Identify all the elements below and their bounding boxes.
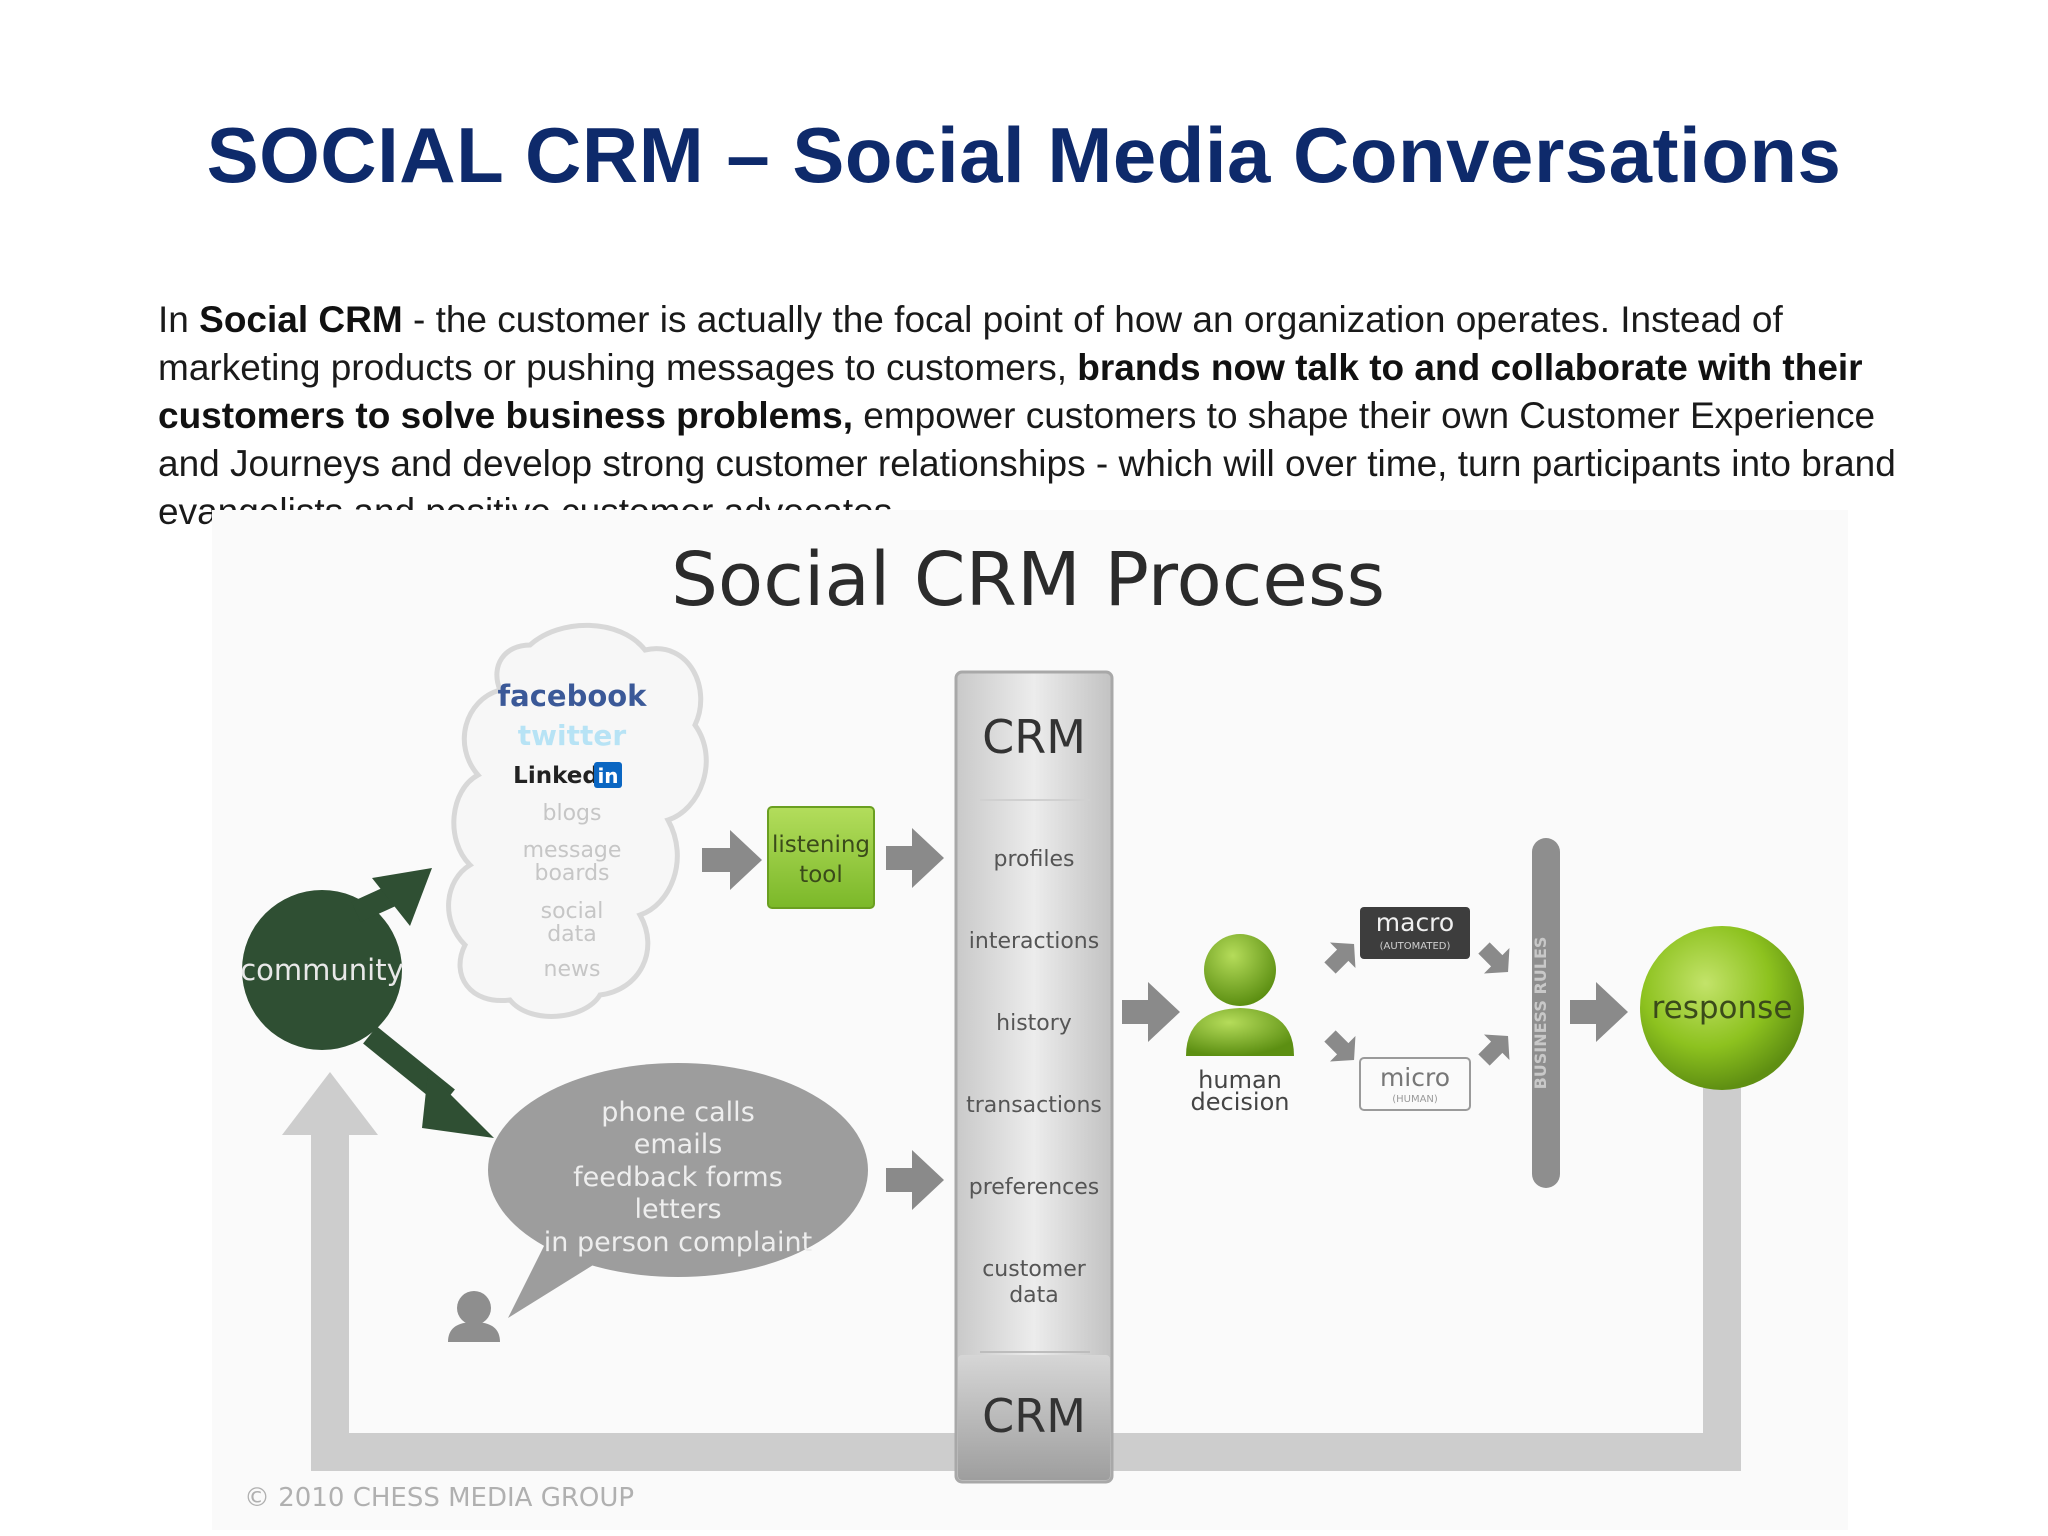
crm-interactions-label: interactions	[969, 929, 1099, 954]
in-person-complaint-label: in person complaint	[544, 1227, 812, 1258]
linkedin-label: Linked	[513, 763, 599, 789]
intro-bold-2: brands now talk to and collaborate with …	[158, 347, 1863, 436]
blogs-label: blogs	[543, 801, 602, 826]
intro-paragraph: In Social CRM - the customer is actually…	[158, 296, 1918, 536]
macro-sub-label: (AUTOMATED)	[1380, 941, 1451, 952]
letters-label: letters	[634, 1194, 721, 1225]
arrow-to-micro	[1324, 1030, 1356, 1062]
community-label: community	[240, 953, 404, 987]
boards-label: boards	[535, 861, 610, 886]
arrow-crm-to-human	[1122, 982, 1180, 1042]
listening-label: listening	[772, 832, 870, 858]
arrow-cloud-to-listening	[702, 830, 762, 890]
crm-profiles-label: profiles	[994, 847, 1075, 872]
business-rules-label: BUSINESS RULES	[1531, 937, 1550, 1090]
human-label: human	[1198, 1066, 1282, 1094]
community-up-arrow	[351, 868, 432, 926]
news-label: news	[544, 957, 601, 982]
community-node: community	[240, 890, 404, 1050]
linkedin-in-label: in	[597, 764, 618, 788]
message-label: message	[523, 838, 622, 863]
micro-sub-label: (HUMAN)	[1392, 1094, 1438, 1105]
social-media-cloud: facebook twitter Linked in blogs message…	[446, 622, 709, 1019]
crm-header-label: CRM	[982, 710, 1086, 764]
crm-customer-label: customer	[982, 1257, 1087, 1282]
feedback-forms-label: feedback forms	[573, 1162, 783, 1193]
person-icon	[448, 1291, 500, 1342]
crm-data-label: data	[1009, 1283, 1059, 1308]
page-title: SOCIAL CRM – Social Media Conversations	[206, 111, 1842, 199]
diagram-title: Social CRM Process	[671, 537, 1385, 623]
twitter-label: twitter	[518, 719, 627, 752]
facebook-label: facebook	[498, 679, 648, 713]
offline-channels-bubble: phone calls emails feedback forms letter…	[488, 1063, 868, 1318]
response-label: response	[1652, 990, 1793, 1026]
decision-label: decision	[1191, 1088, 1290, 1116]
crm-history-label: history	[996, 1011, 1072, 1036]
linkedin-icon	[594, 762, 622, 788]
crm-column: CRM profiles interactions history transa…	[954, 670, 1114, 1484]
copyright-text: © 2010 CHESS MEDIA GROUP	[244, 1483, 634, 1513]
business-rules-bar: BUSINESS RULES	[1531, 838, 1560, 1188]
micro-label: micro	[1380, 1063, 1450, 1092]
tool-label: tool	[799, 862, 843, 888]
arrow-to-macro	[1324, 942, 1356, 974]
intro-bold-1: Social CRM	[199, 299, 403, 340]
crm-preferences-label: preferences	[969, 1175, 1099, 1200]
social-label: social	[541, 899, 604, 924]
intro-text-1: In	[158, 299, 200, 340]
response-node: response	[1640, 926, 1804, 1090]
macro-box: macro (AUTOMATED)	[1360, 907, 1470, 959]
micro-box: micro (HUMAN)	[1359, 1057, 1471, 1111]
arrow-rules-to-response	[1570, 982, 1628, 1042]
data-label: data	[547, 922, 597, 947]
phone-calls-label: phone calls	[601, 1097, 755, 1128]
macro-label: macro	[1376, 908, 1454, 937]
crm-footer-label: CRM	[982, 1389, 1086, 1443]
arrow-micro-to-rules	[1478, 1034, 1510, 1066]
arrow-macro-to-rules	[1478, 942, 1510, 974]
emails-label: emails	[634, 1129, 723, 1160]
crm-transactions-label: transactions	[966, 1093, 1102, 1118]
arrow-listening-to-crm	[886, 828, 944, 888]
arrow-bubble-to-crm	[886, 1150, 944, 1210]
intro-text-2: - the customer is actually the focal poi…	[158, 299, 1783, 388]
human-decision-node: human decision	[1186, 934, 1294, 1116]
community-down-arrow	[363, 1026, 494, 1138]
listening-tool-box: listening tool	[767, 806, 875, 909]
